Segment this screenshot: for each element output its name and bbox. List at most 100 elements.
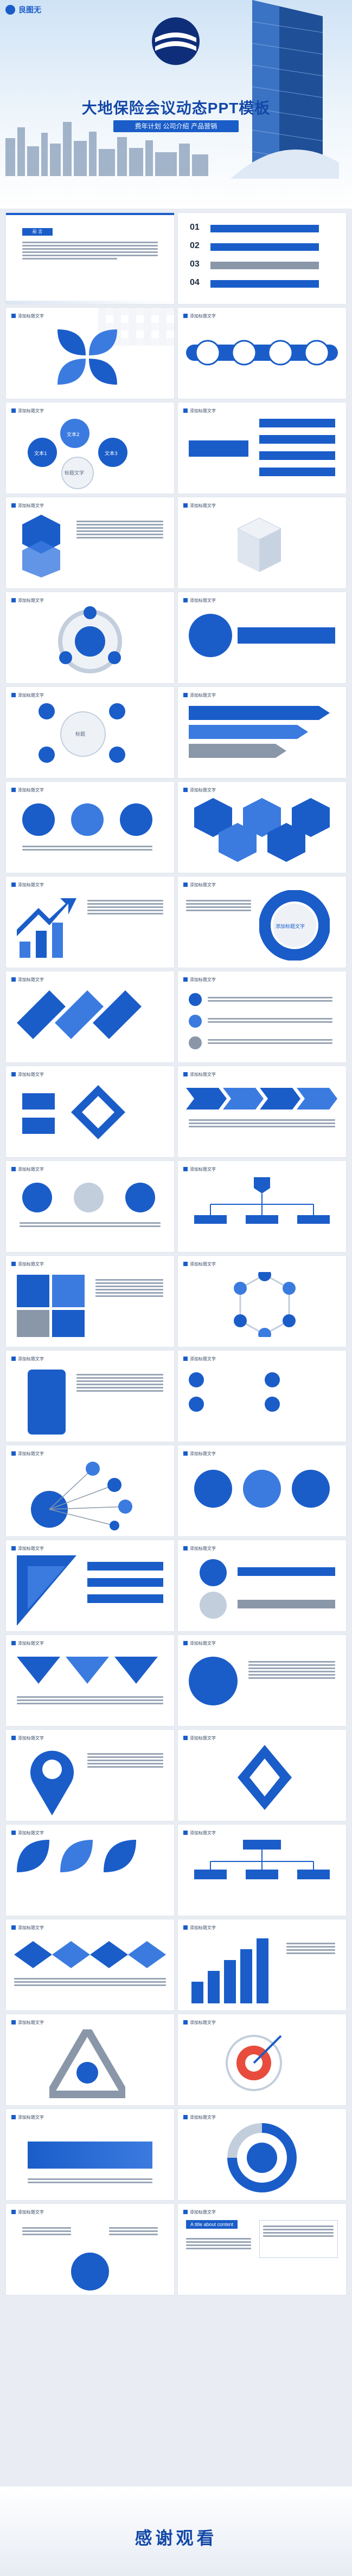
- slide-header: 添加标题文字: [183, 787, 216, 793]
- slide-header: 添加标题文字: [11, 2114, 44, 2120]
- slide-header: 添加标题文字: [183, 313, 216, 319]
- toc-bar: [210, 262, 319, 269]
- slide-header: 添加标题文字: [11, 2209, 44, 2215]
- slide-34: 添加标题文字: [5, 1824, 175, 1916]
- slide-24: 添加标题文字: [5, 1350, 175, 1442]
- slide-41: 添加标题文字: [177, 2108, 347, 2201]
- content-bar: [238, 627, 335, 644]
- slide-header: 添加标题文字: [11, 313, 44, 319]
- slide-header: 添加标题文字: [11, 1640, 44, 1646]
- cycle-center-label: 添加标题文字: [276, 924, 305, 930]
- slide-header: 添加标题文字: [183, 692, 216, 698]
- bar-chart-graphic: [191, 1938, 268, 2003]
- insurance-logo-icon: [152, 17, 200, 65]
- slide-header: 添加标题文字: [11, 1072, 44, 1078]
- bullet-icon: [265, 1397, 280, 1412]
- slide-header: 添加标题文字: [183, 1640, 216, 1646]
- slide-2: 添加标题文字: [5, 307, 175, 399]
- tile: [17, 1275, 49, 1307]
- bullet-icon: [189, 993, 202, 1006]
- slide-header: 添加标题文字: [183, 1546, 216, 1552]
- slide-43: 添加标题文字 A title about content: [177, 2203, 347, 2295]
- text-circle: [28, 438, 57, 467]
- text-block: [248, 1659, 335, 1680]
- circle-label: 文本3: [105, 451, 118, 457]
- brand: 良图无: [5, 4, 41, 15]
- slide-20: 添加标题文字: [5, 1160, 175, 1253]
- toc-number: 01: [190, 223, 200, 232]
- org-chart: [194, 1840, 330, 1879]
- node-circle: [39, 747, 55, 763]
- slide-header: 添加标题文字: [11, 1830, 44, 1836]
- slide-4: 添加标题文字 文本2 文本1 文本3 标题文字: [5, 402, 175, 494]
- text-block: [87, 898, 163, 916]
- slide-26: 添加标题文字: [5, 1445, 175, 1537]
- slide-14: 添加标题文字: [5, 876, 175, 968]
- text-block: [22, 2225, 71, 2237]
- slide-header: 添加标题文字: [183, 1735, 216, 1741]
- slide-header: 添加标题文字: [11, 1451, 44, 1457]
- brand-logo-icon: [5, 5, 15, 15]
- slide-23: 添加标题文字: [177, 1255, 347, 1347]
- slide-header: 添加标题文字: [183, 2209, 216, 2215]
- text-block: [28, 2177, 152, 2185]
- box: [22, 1093, 55, 1109]
- hex-grid: [194, 798, 330, 862]
- triangle-loop: [49, 2029, 125, 2098]
- slide-bottombar: [6, 301, 174, 304]
- stair-bar: [259, 451, 335, 460]
- brand-text: 良图无: [18, 5, 41, 14]
- slide-header: 添加标题文字: [183, 503, 216, 509]
- slide-header: 添加标题文字: [11, 882, 44, 888]
- step-circle: [194, 1470, 232, 1508]
- quote-box: [259, 2220, 338, 2258]
- text-block: [189, 1118, 335, 1129]
- stair-bar: [259, 468, 335, 476]
- icon-circle: [189, 614, 232, 657]
- slide-header: 添加标题文字: [183, 1451, 216, 1457]
- slide-10: 添加标题文字 标题: [5, 686, 175, 778]
- step-circle: [125, 1183, 155, 1212]
- step-circle: [74, 1183, 104, 1212]
- slide-6: 添加标题文字: [5, 497, 175, 589]
- text-block: [95, 1277, 163, 1299]
- slide-31: 添加标题文字: [177, 1634, 347, 1727]
- main-bar: [189, 440, 248, 457]
- slide-17: 添加标题文字: [177, 971, 347, 1063]
- slide-header: 添加标题文字: [183, 1356, 216, 1362]
- node-circle: [39, 703, 55, 719]
- slide-header: 添加标题文字: [183, 1261, 216, 1267]
- slide-35: 添加标题文字: [177, 1824, 347, 1916]
- slide-header: 添加标题文字: [11, 787, 44, 793]
- hub-spoke: [31, 1462, 132, 1530]
- diamond-chevrons: [238, 1745, 292, 1810]
- slide-header: 添加标题文字: [183, 1830, 216, 1836]
- toc-bar: [210, 243, 319, 251]
- petal-diagram: [57, 329, 117, 385]
- row-bar: [238, 1600, 335, 1608]
- toc-bar: [210, 225, 319, 232]
- hex-cycle: [234, 1272, 296, 1337]
- target-icon: [226, 2035, 282, 2091]
- toc-number: 03: [190, 259, 200, 269]
- text-block: [20, 1221, 161, 1229]
- quote-text: [263, 2225, 334, 2237]
- arrow-list: [189, 706, 330, 758]
- slide-topbar: [6, 213, 174, 215]
- text-block: [14, 1976, 166, 1988]
- banner-bar: [28, 2142, 152, 2169]
- slide-header: 添加标题文字: [11, 1735, 44, 1741]
- slide-header: 添加标题文字: [183, 2114, 216, 2120]
- slide-16: 添加标题文字: [5, 971, 175, 1063]
- text-block: [186, 898, 251, 913]
- cover-subtitle: 费年计划 公司介绍 产品营销: [113, 120, 239, 132]
- map-pin-icon: [30, 1750, 74, 1815]
- slide-header: 添加标题文字: [11, 1356, 44, 1362]
- text-circle: [60, 419, 89, 448]
- text-block: [22, 844, 152, 852]
- slide-25: 添加标题文字: [177, 1350, 347, 1442]
- slide-38: 添加标题文字: [5, 2014, 175, 2106]
- leaf-shapes: [17, 1840, 136, 1872]
- slide-header: 添加标题文字: [183, 1166, 216, 1172]
- hub-circle: [71, 2253, 109, 2291]
